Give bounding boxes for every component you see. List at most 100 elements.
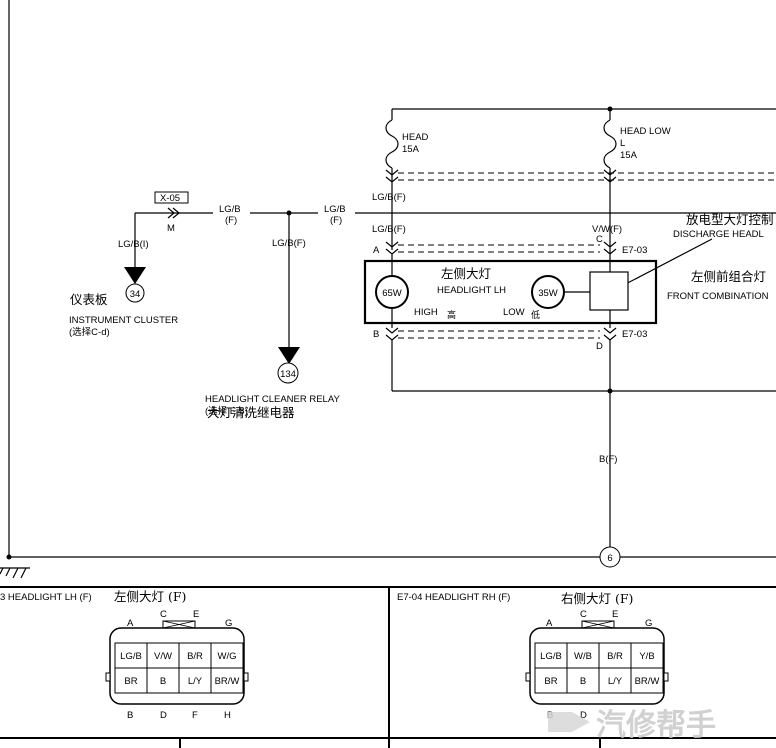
- pin-b-label: B: [373, 329, 379, 340]
- discharge-label-en: DISCHARGE HEADL: [673, 229, 764, 240]
- pin-b-connector-mark: [385, 327, 399, 341]
- high-label: HIGH: [414, 307, 438, 318]
- hcr-label-en: HEADLIGHT CLEANER RELAY: [205, 394, 340, 405]
- connector-right-ear-l: [525, 672, 531, 682]
- pin-g-wire: W/G: [218, 651, 237, 662]
- bulb-35w-label: 35W: [538, 288, 558, 299]
- pin-letter-e: E: [193, 609, 199, 620]
- pin-d-wire: B: [160, 676, 166, 687]
- hcr-label-cn: 大灯清洗继电器: [207, 405, 295, 420]
- e703-top-label: E7-03: [622, 245, 647, 256]
- discharge-ballast-box: [589, 271, 629, 311]
- connector-right-latch-x: [581, 620, 615, 629]
- pin-letter-b: B: [127, 710, 133, 721]
- connector-left-latch-x: [162, 620, 196, 629]
- connector-right: E7-04 HEADLIGHT RH (F) 右侧大灯 (F) A C E G …: [397, 591, 669, 721]
- headlow-connector-mark: [603, 169, 617, 183]
- x05-connector-mark: [167, 207, 180, 219]
- pin-a-wire-label: LG/B(F): [372, 224, 406, 235]
- pin-c-connector-mark: [603, 241, 617, 255]
- pin-h-wire: BR/W: [635, 676, 660, 687]
- low-label-cn: 低: [531, 309, 540, 321]
- pin-c-wire: V/W: [154, 651, 172, 662]
- ic-label-en: INSTRUMENT CLUSTER: [69, 315, 178, 326]
- pin-c-wire: W/B: [574, 651, 592, 662]
- headlow-fuse-symbol: [603, 119, 617, 169]
- pin-a-wire: LG/B: [120, 651, 142, 662]
- ground-ref-num: 6: [607, 553, 612, 564]
- pin-b-wire: BR: [544, 676, 557, 687]
- pin-a-wire: LG/B: [540, 651, 562, 662]
- headlight-lh-module: [363, 259, 658, 325]
- pin-letter-a: A: [127, 618, 134, 629]
- pin-letter-f: F: [192, 710, 198, 721]
- connector-left: 3 HEADLIGHT LH (F) 左侧大灯 (F) A C E G LG/B…: [0, 589, 249, 721]
- watermark: 汽修帮手: [548, 708, 716, 743]
- head-fuse-amp: 15A: [402, 144, 420, 155]
- hcr-wire-label: LG/B(F): [272, 238, 306, 249]
- ic-label-cn: 仪表板: [70, 292, 108, 307]
- hcr-ref-num: 134: [280, 369, 296, 380]
- pin-h-wire: BR/W: [215, 676, 240, 687]
- pin-letter-e: E: [612, 609, 618, 620]
- connector-left-ear-r: [243, 672, 249, 682]
- head-connector-mark: [385, 169, 399, 183]
- watermark-logo-icon: [548, 712, 590, 732]
- lgb-wire-label-2: LG/B: [324, 204, 346, 215]
- head-out-wire-label: LG/B(F): [372, 192, 406, 203]
- front-comb-label-cn: 左侧前组合灯: [691, 269, 766, 284]
- lgb-wire-label-1: LG/B: [219, 204, 241, 215]
- hcr-arrow-icon: [278, 347, 300, 364]
- connector-left-title-en: 3 HEADLIGHT LH (F): [0, 592, 92, 603]
- lgb-wire-label-2f: (F): [330, 215, 342, 226]
- headlow-fuse-l: L: [620, 138, 625, 149]
- head-fuse-symbol: [385, 119, 399, 169]
- pin-letter-h: H: [224, 710, 231, 721]
- pin-c-wire-label: V/W(F): [592, 224, 622, 235]
- ic-wire-label: LG/B(I): [118, 239, 149, 250]
- ic-ref-num: 34: [130, 289, 141, 300]
- pin-f-wire: L/Y: [188, 676, 203, 687]
- connector-right-title-en: E7-04 HEADLIGHT RH (F): [397, 592, 510, 603]
- pin-c-label: C: [596, 234, 603, 245]
- ic-label-opt: (选择C-d): [69, 326, 110, 338]
- discharge-leader-line: [617, 238, 713, 289]
- pin-e-wire: B/R: [607, 651, 623, 662]
- ic-ref-circle: [125, 283, 145, 303]
- pin-f-wire: L/Y: [608, 676, 623, 687]
- pin-a-label: A: [373, 245, 380, 256]
- bulb-65w-label: 65W: [382, 288, 402, 299]
- ic-arrow-icon: [124, 267, 146, 284]
- x05-label: X-05: [160, 193, 180, 204]
- pin-letter-d: D: [160, 710, 167, 721]
- pin-g-wire: Y/B: [639, 651, 654, 662]
- pin-e-wire: B/R: [187, 651, 203, 662]
- pin-d-wire: B: [580, 676, 586, 687]
- pin-letter-d: D: [580, 710, 587, 721]
- headlight-lh-label-cn: 左侧大灯: [441, 266, 491, 281]
- pin-d-connector-mark: [603, 327, 617, 341]
- connector-left-title-cn: 左侧大灯 (F): [114, 589, 186, 604]
- low-label: LOW: [503, 307, 525, 318]
- ground-ref-circle: [599, 546, 621, 568]
- headlight-lh-label-en: HEADLIGHT LH: [437, 285, 506, 296]
- ground-junction: [6, 554, 12, 560]
- discharge-label-cn: 放电型大灯控制: [686, 212, 774, 227]
- head-fuse-label: HEAD: [402, 132, 429, 143]
- headlow-fuse-amp: 15A: [620, 150, 638, 161]
- high-label-cn: 高: [447, 309, 456, 321]
- pin-letter-c: C: [160, 609, 167, 620]
- ground-wire-label: B(F): [599, 454, 617, 465]
- hcr-label-opt: (选择 E-8): [205, 405, 248, 417]
- connector-right-ear-r: [663, 672, 669, 682]
- pin-letter-c: C: [580, 609, 587, 620]
- x05-pin-m: M: [167, 223, 175, 234]
- connector-left-ear-l: [105, 672, 111, 682]
- connector-right-title-cn: 右侧大灯 (F): [561, 591, 633, 606]
- hcr-ref-circle: [277, 362, 299, 384]
- lgb-wire-label-1f: (F): [225, 215, 237, 226]
- pin-d-label: D: [596, 341, 603, 352]
- pin-letter-g: G: [645, 618, 652, 629]
